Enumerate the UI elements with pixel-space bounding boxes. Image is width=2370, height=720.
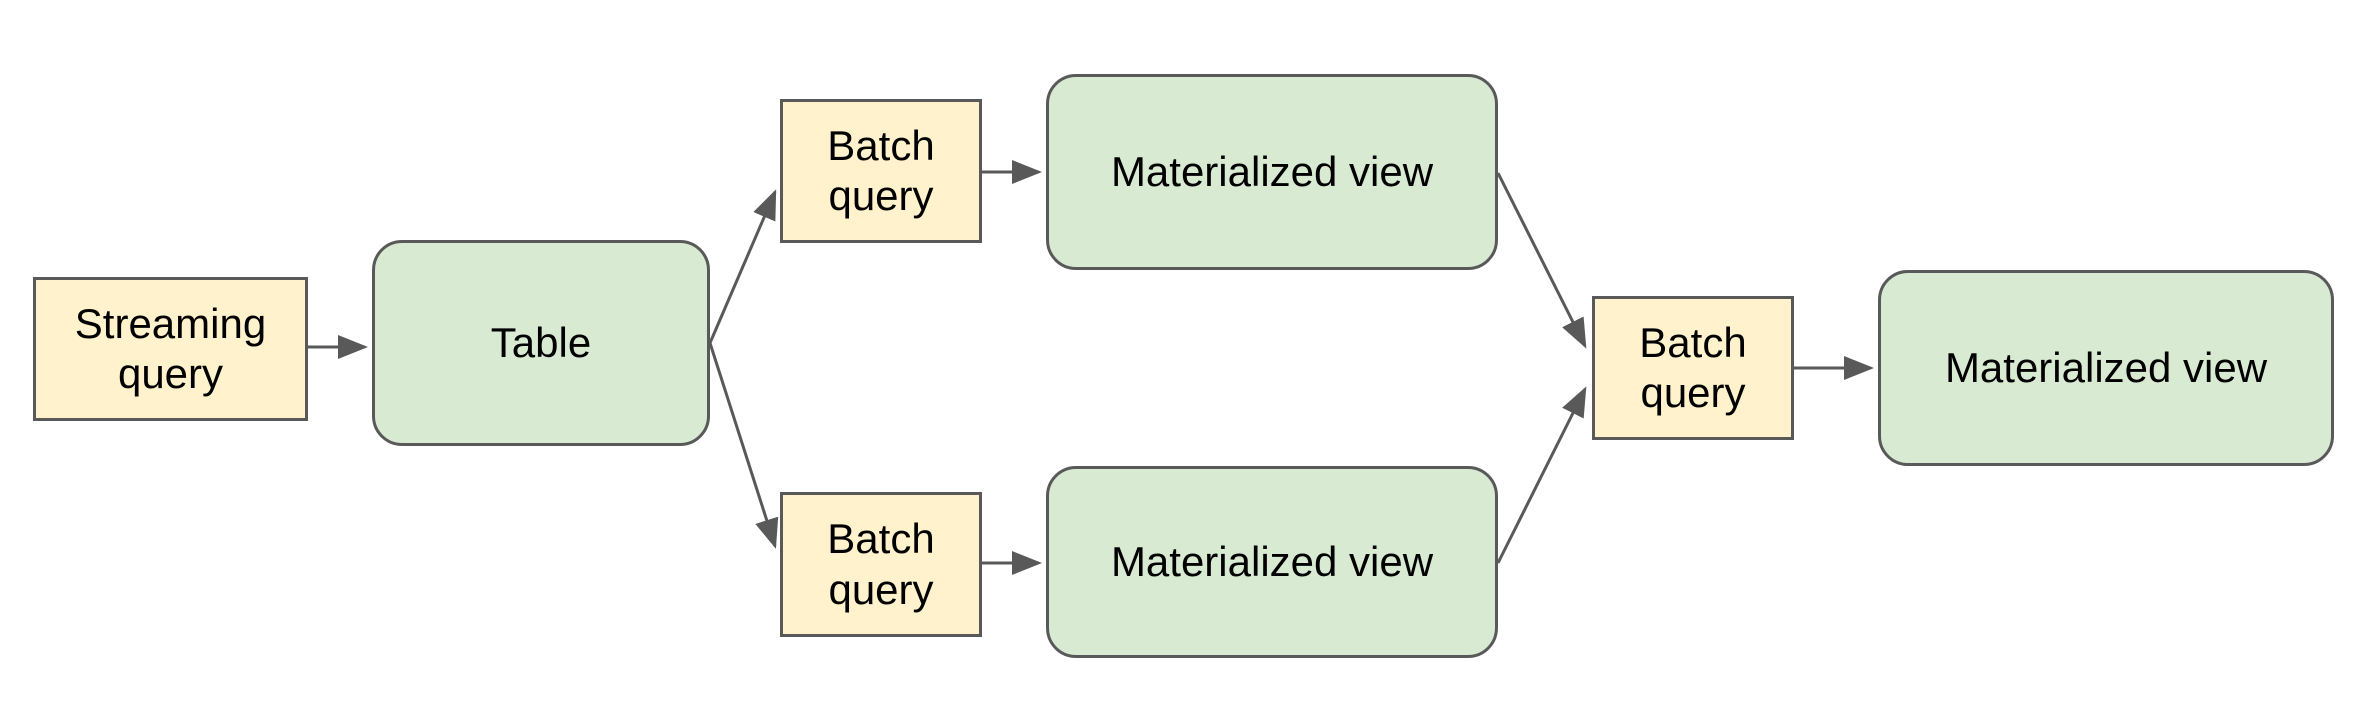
node-label: Table <box>490 318 592 366</box>
node-batch-query-right: Batch query <box>1592 296 1794 440</box>
edge-materialized-view-bottom-to-batch-query-right <box>1496 386 1587 564</box>
edge-materialized-view-top-to-batch-query-right <box>1496 172 1587 349</box>
edge-table-to-batch-query-top <box>708 189 777 344</box>
node-materialized-view-top: Materialized view <box>1046 74 1498 270</box>
node-materialized-view-right: Materialized view <box>1878 270 2334 466</box>
node-batch-query-bottom: Batch query <box>780 492 982 637</box>
node-label: Batch query <box>827 515 935 613</box>
node-label: Streaming query <box>74 299 267 397</box>
edge-table-to-batch-query-bottom <box>708 342 779 549</box>
node-label: Materialized view <box>1944 343 2268 391</box>
node-batch-query-top: Batch query <box>780 99 982 243</box>
node-label: Batch query <box>1639 318 1747 416</box>
node-streaming-query: Streaming query <box>33 277 308 421</box>
node-label: Materialized view <box>1110 537 1434 585</box>
node-label: Batch query <box>827 121 935 219</box>
node-label: Materialized view <box>1110 147 1434 195</box>
node-table: Table <box>372 240 710 446</box>
node-materialized-view-bottom: Materialized view <box>1046 466 1498 658</box>
